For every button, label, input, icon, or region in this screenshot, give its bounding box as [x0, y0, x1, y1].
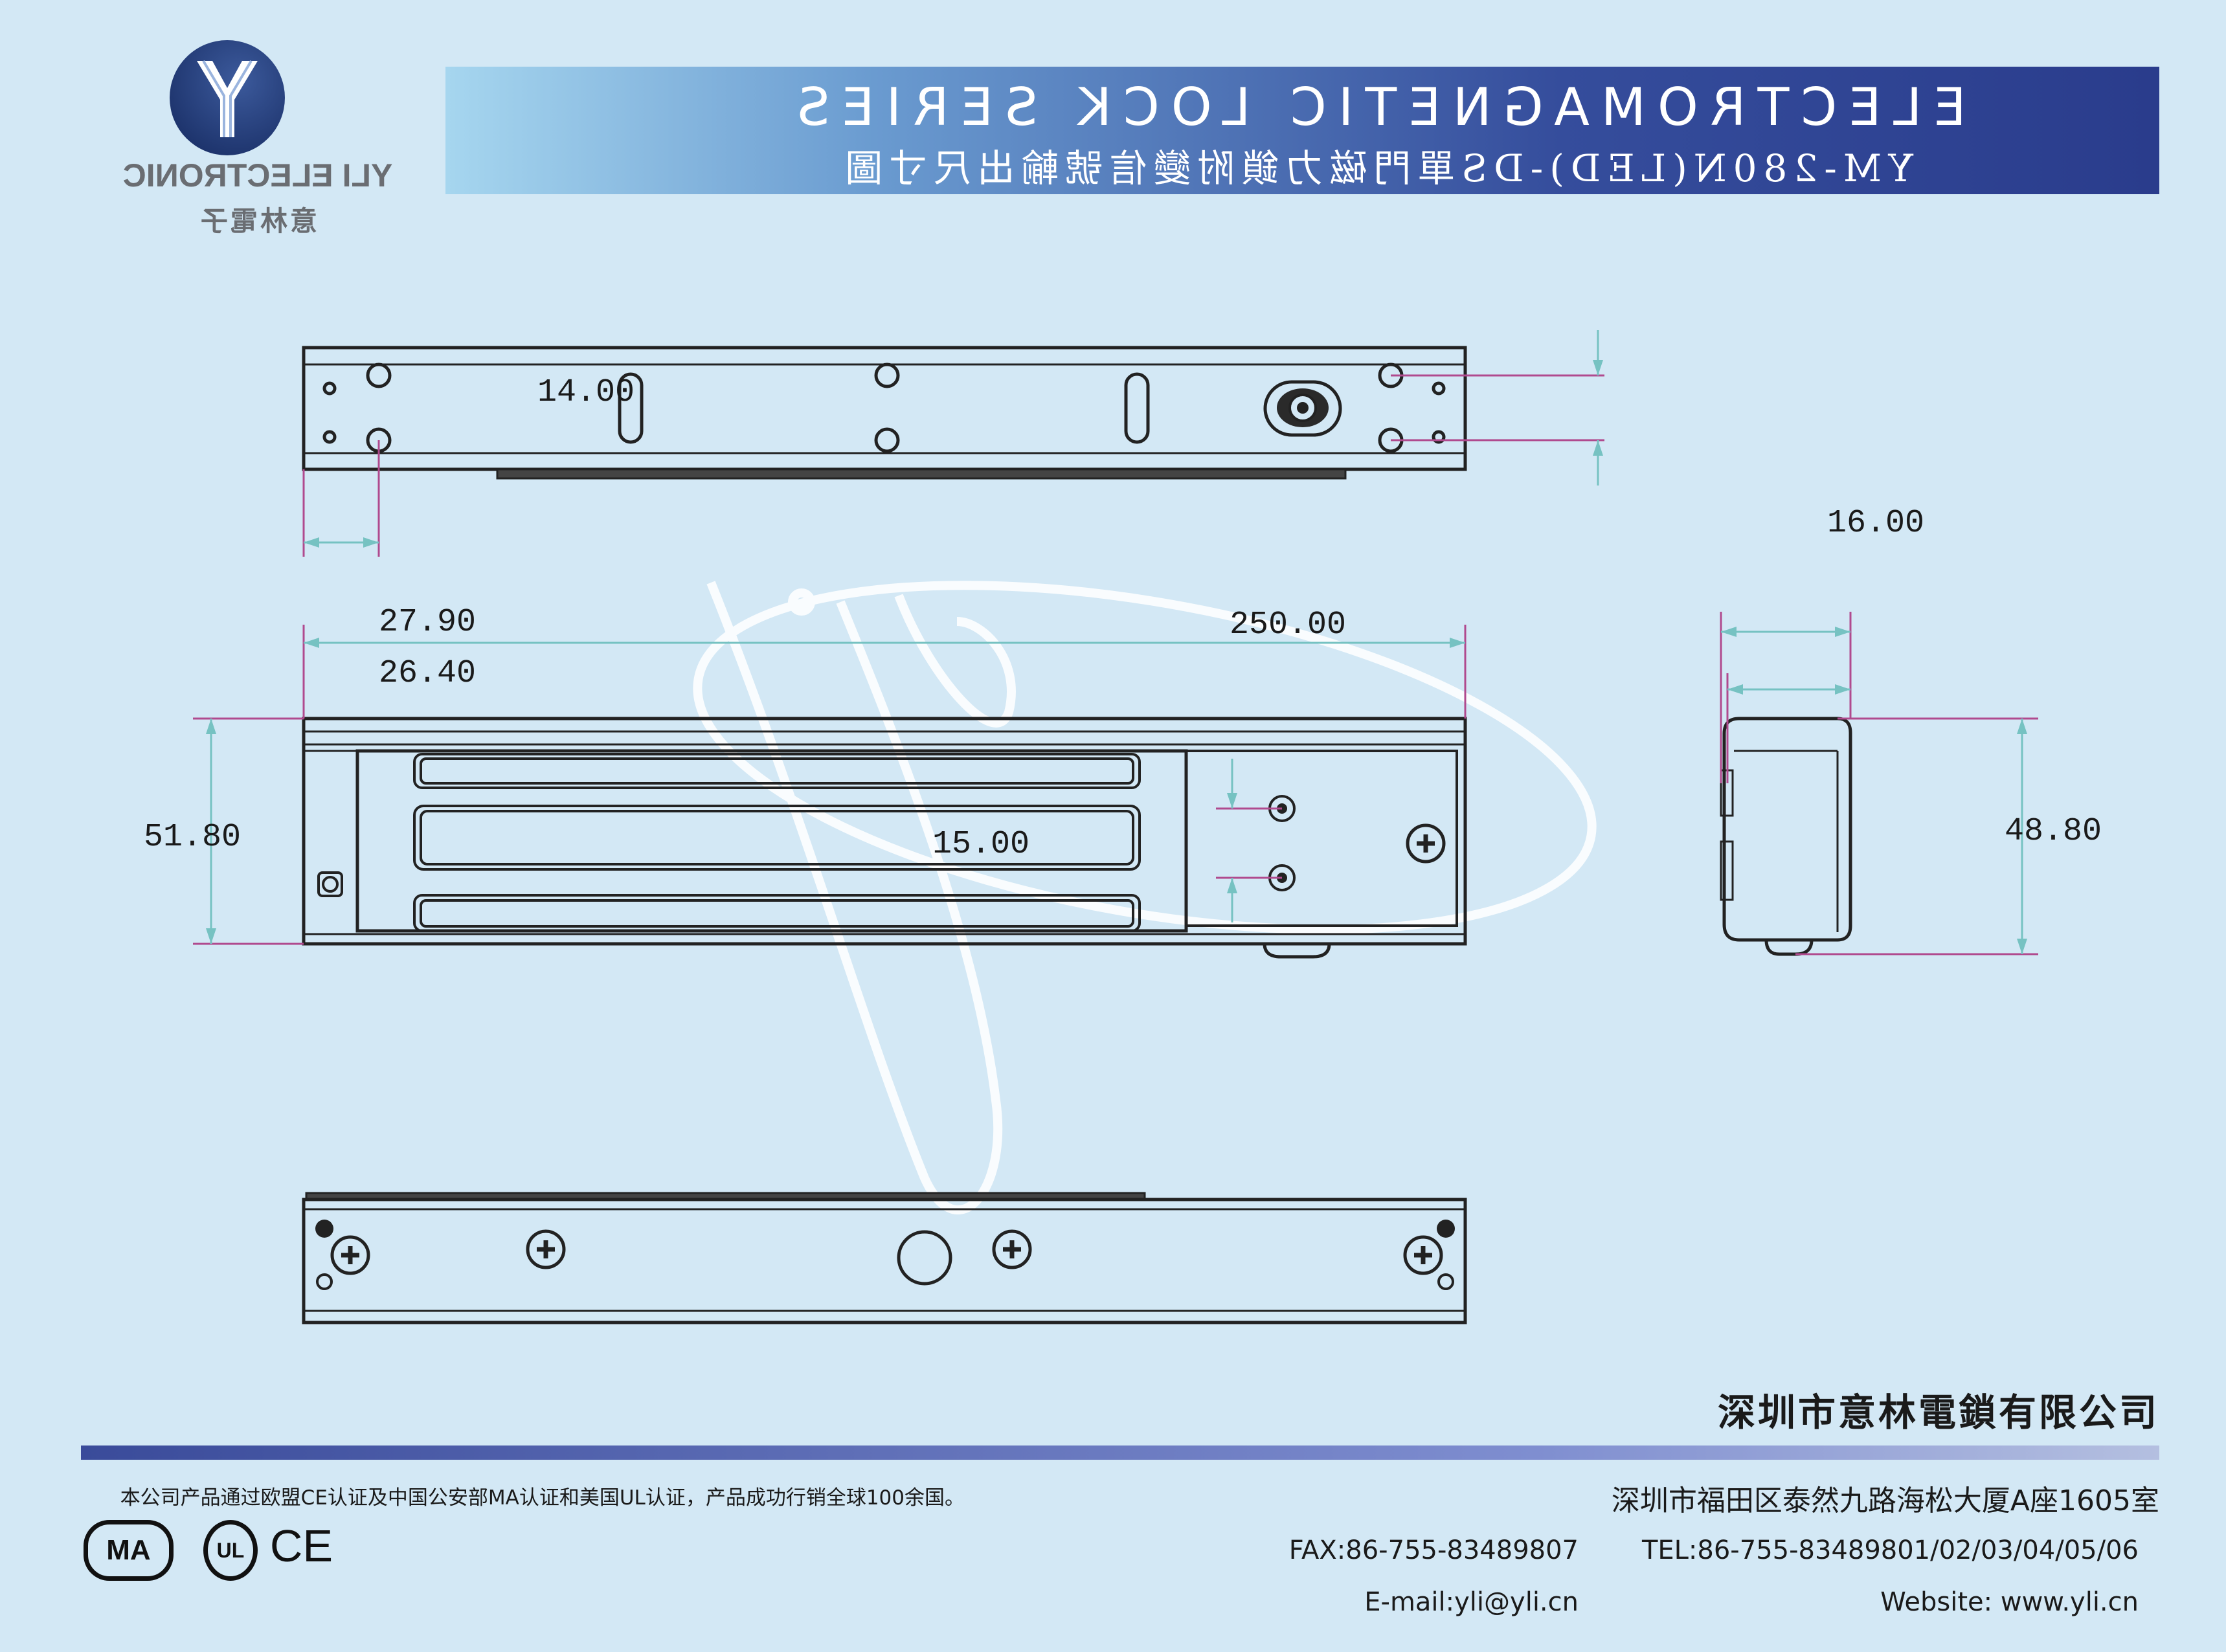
top-view-bottom-rail: [496, 468, 1347, 480]
dimension-label-51-8: 51.80: [143, 819, 241, 856]
slot-hole-icon: [1124, 372, 1150, 444]
dimension-51.8: [1795, 717, 2038, 955]
coil-slot: [413, 753, 1141, 789]
cross-screw-icon: [1403, 1235, 1443, 1275]
terminal-cover: [1185, 750, 1458, 927]
company-logo: YLI ELECTRONIC 意林電子: [122, 40, 394, 237]
dimension-label-16: 16.00: [1827, 505, 1924, 542]
bottom-view: [302, 1192, 1467, 1324]
cross-screw-icon: [992, 1229, 1032, 1269]
dimension-label-26-4: 26.40: [378, 655, 476, 692]
telephone-numbers: TEL:86-755-83489801/02/03/04/05/06: [1641, 1535, 2139, 1565]
bottom-view-outline: [302, 1198, 1467, 1324]
small-hole-icon: [1432, 430, 1446, 444]
hex-nut-icon: [317, 871, 343, 897]
small-hole-icon: [1437, 1273, 1454, 1290]
website-link[interactable]: Website: www.yli.cn: [1880, 1587, 2139, 1617]
ul-certification-icon: UL: [203, 1520, 258, 1581]
dimension-48.8: [193, 717, 304, 945]
company-name: 深圳市意林電鎖有限公司: [1717, 1390, 2159, 1434]
email-link[interactable]: E-mail:yli@yli.cn: [1364, 1587, 1579, 1617]
front-view: [193, 625, 1467, 959]
small-hole-icon: [316, 1273, 333, 1290]
cross-screw-icon: [526, 1229, 566, 1269]
dimension-16: [302, 440, 380, 557]
front-view-foot: [1263, 943, 1331, 959]
cable-hole-icon: [897, 1230, 952, 1286]
ma-certification-icon: MA: [84, 1520, 174, 1581]
side-view: [1720, 612, 2038, 956]
mounting-hole-icon: [874, 363, 900, 388]
slot-hole-icon: [618, 372, 644, 444]
coil-slot: [413, 805, 1141, 871]
top-view: [302, 330, 1604, 557]
logo-y-icon: [170, 40, 285, 155]
bolt-head-icon: [1437, 1220, 1455, 1238]
dimension-label-15: 15.00: [932, 826, 1029, 863]
watermark-logo: [693, 581, 1597, 1215]
side-view-notch: [1720, 840, 1734, 901]
cross-screw-icon: [330, 1235, 370, 1275]
dimension-250: [302, 625, 1467, 719]
small-hole-icon: [1432, 381, 1446, 396]
small-hole-icon: [322, 381, 337, 396]
dimension-label-250: 250.00: [1229, 607, 1346, 643]
small-hole-icon: [322, 430, 337, 444]
cross-screw-icon: [1406, 823, 1446, 864]
dimension-14: [1391, 330, 1604, 486]
footer-divider-bar: [81, 1446, 2159, 1460]
ul-cert-label: UL: [216, 1538, 245, 1562]
dimension-label-48-8: 48.80: [2004, 813, 2102, 850]
coil-slot-inner: [420, 899, 1134, 928]
bolt-head-icon: [315, 1220, 333, 1238]
dimension-label-14: 14.00: [537, 374, 635, 411]
company-address: 深圳市福田区泰然九路海松大厦A座1605室: [1611, 1484, 2159, 1517]
dimension-26.4: [1726, 673, 1850, 783]
coil-slot-inner: [420, 757, 1134, 785]
front-view-outline: [302, 717, 1467, 946]
ce-cert-label: CE: [269, 1521, 333, 1571]
dimension-27.9: [1720, 612, 1852, 783]
coil-slot: [413, 894, 1141, 932]
mounting-hole-icon: [366, 363, 392, 388]
led-indicator-icon: [1263, 380, 1342, 437]
coil-slot-inner: [420, 810, 1134, 865]
dimension-label-27-9: 27.90: [378, 604, 476, 641]
ce-certification-icon: CE: [269, 1520, 333, 1572]
certification-note: 本公司产品通过欧盟CE认证及中国公安部MA认证和美国UL认证，产品成功行销全球1…: [120, 1486, 965, 1510]
mounting-hole-icon: [874, 427, 900, 453]
side-view-foot: [1764, 939, 1814, 956]
side-view-outline: [1722, 717, 1852, 942]
dimension-15: [1216, 759, 1282, 922]
ma-cert-label: MA: [106, 1534, 151, 1566]
fax-number: FAX:86-755-83489807: [1288, 1535, 1579, 1565]
